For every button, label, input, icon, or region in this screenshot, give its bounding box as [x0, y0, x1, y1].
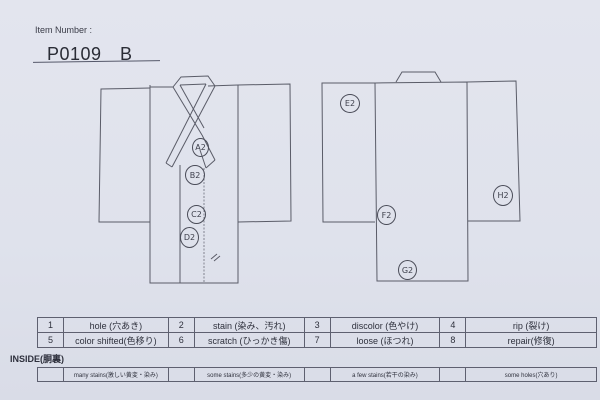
inside-label-some-stains: some stains(多少の黄変・染み) [193, 367, 305, 382]
legend-label-color-shifted: color shifted(色移り) [62, 332, 169, 348]
item-number-label: Item Number : [35, 25, 93, 35]
front-kimono-outline [98, 75, 292, 284]
inside-section-title: INSIDE(胴裏) [10, 354, 65, 364]
legend-label-stain: stain (染み、汚れ) [193, 317, 305, 333]
inside-checkbox-few-stains[interactable] [303, 367, 331, 382]
kimono-diagram [98, 71, 521, 284]
legend-label-rip: rip (裂け) [465, 317, 597, 333]
legend-label-loose: loose (ほつれ) [329, 332, 441, 348]
inside-label-some-holes: some holes(穴あり) [465, 367, 597, 382]
inside-checkbox-some-stains[interactable] [167, 367, 195, 382]
inside-label-many-stains: many stains(激しい黄変・染み) [62, 367, 169, 382]
legend-label-discolor: discolor (色やけ) [329, 317, 441, 333]
legend-label-hole: hole (穴あき) [62, 317, 169, 333]
legend-num: 3 [303, 317, 331, 333]
defect-mark-e2[interactable]: E2 [340, 94, 360, 113]
legend-label-scratch: scratch (ひっかき傷) [193, 332, 305, 348]
defect-legend-table: 1 hole (穴あき) 2 stain (染み、汚れ) 3 discolor … [37, 317, 597, 348]
defect-mark-c2[interactable]: C2 [187, 205, 206, 224]
legend-num: 8 [439, 332, 467, 348]
inside-label-few-stains: a few stains(若干の染み) [329, 367, 441, 382]
back-kimono-outline [321, 71, 521, 282]
defect-mark-f2[interactable]: F2 [377, 205, 396, 225]
legend-num: 6 [167, 332, 195, 348]
legend-row: 1 hole (穴あき) 2 stain (染み、汚れ) 3 discolor … [37, 317, 597, 333]
defect-mark-a2[interactable]: A2 [192, 138, 209, 157]
defect-mark-d2[interactable]: D2 [180, 227, 199, 248]
defect-mark-g2[interactable]: G2 [398, 260, 417, 280]
legend-num: 2 [167, 317, 195, 333]
defect-mark-b2[interactable]: B2 [185, 165, 205, 185]
legend-num: 4 [439, 317, 467, 333]
legend-num: 5 [37, 332, 64, 348]
inside-condition-table: many stains(激しい黄変・染み) some stains(多少の黄変・… [37, 367, 597, 382]
inside-checkbox-many-stains[interactable] [37, 367, 64, 382]
defect-mark-h2[interactable]: H2 [493, 185, 513, 206]
legend-num: 1 [37, 317, 64, 333]
legend-row: 5 color shifted(色移り) 6 scratch (ひっかき傷) 7… [37, 332, 597, 348]
item-number-value: P0109 B [47, 44, 133, 64]
legend-num: 7 [303, 332, 331, 348]
legend-label-repair: repair(修復) [465, 332, 597, 348]
inside-checkbox-some-holes[interactable] [439, 367, 467, 382]
inside-row: many stains(激しい黄変・染み) some stains(多少の黄変・… [37, 367, 597, 382]
